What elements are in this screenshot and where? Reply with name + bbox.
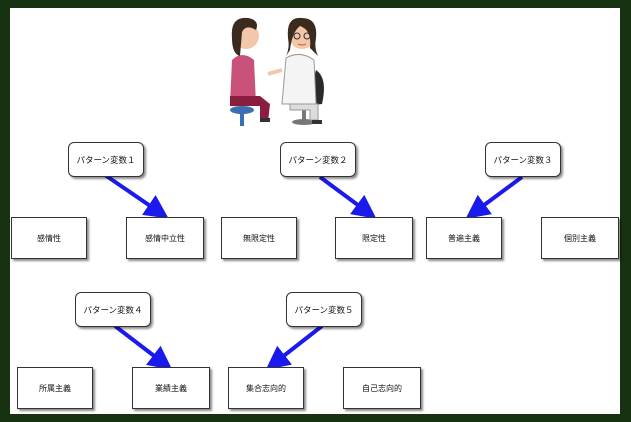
arrow-pattern-3 [465,175,524,219]
arrow-pattern-2 [318,175,377,219]
pattern-variable-4-right-option: 業績主義 [132,367,210,409]
arrow-pattern-4 [113,324,173,370]
pattern-variable-1-right-option: 感情中立性 [126,217,204,259]
pattern-variable-1-left-option: 感情性 [11,217,87,259]
pattern-variable-4-label: パターン変数４ [75,292,151,327]
patient-doctor-illustration-icon [103,17,524,370]
diagram-canvas: パターン変数１ 感情性 感情中立性 パターン変数２ 無限定性 限定性 パターン変… [10,8,620,414]
pattern-variable-1-label: パターン変数１ [68,142,144,177]
arrow-pattern-1 [103,173,169,219]
pattern-variable-5-right-option: 自己志向的 [343,367,421,409]
pattern-variable-4-left-option: 所属主義 [17,367,93,409]
pattern-variable-3-left-option: 普遍主義 [426,217,502,259]
pattern-variable-3-label: パターン変数３ [485,142,561,177]
pattern-variable-2-right-option: 限定性 [335,217,413,259]
pattern-variable-2-label: パターン変数２ [280,142,356,177]
pattern-variable-2-left-option: 無限定性 [221,217,297,259]
arrow-pattern-5 [265,324,324,370]
pattern-variable-3-right-option: 個別主義 [541,217,619,259]
pattern-variable-5-left-option: 集合志向的 [228,367,304,409]
pattern-variable-5-label: パターン変数５ [286,292,362,327]
